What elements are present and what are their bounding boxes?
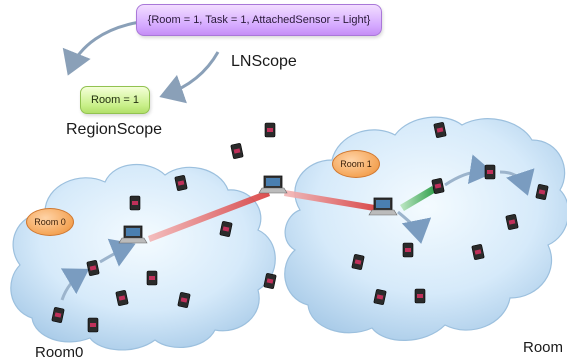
regionscope-query-box: Room = 1 xyxy=(80,86,150,114)
sensor-node-icon xyxy=(351,254,365,270)
lnscope-query-box: {Room = 1, Task = 1, AttachedSensor = Li… xyxy=(136,4,382,36)
sensor-node-icon xyxy=(177,292,191,308)
sensor-node-icon xyxy=(219,221,233,237)
sensor-node-icon xyxy=(471,244,485,260)
arrow-room0-a xyxy=(99,238,136,267)
lnscope-to-left-arrow xyxy=(62,20,141,76)
arrow-room1-a xyxy=(444,154,494,187)
arrow-room1-b xyxy=(499,168,535,196)
lnscope-to-region-arrow xyxy=(159,51,220,104)
room0-badge: Room 0 xyxy=(26,208,74,236)
sensor-node-icon xyxy=(146,270,158,286)
sensor-node-icon xyxy=(484,164,496,180)
room0-cloud xyxy=(10,163,276,351)
room1-label: Room xyxy=(523,339,564,356)
sensor-node-icon xyxy=(433,122,447,138)
sensor-node-icon xyxy=(263,273,277,289)
arrow-room1-c xyxy=(397,210,432,244)
sensor-node-icon xyxy=(431,178,445,194)
sensor-node-icon xyxy=(414,288,426,304)
room1-cloud xyxy=(284,116,567,341)
sensor-nodes xyxy=(51,122,549,333)
sensor-node-icon xyxy=(535,184,549,200)
room0-label: Room0 xyxy=(35,344,84,361)
sensor-node-icon xyxy=(129,195,141,211)
sensor-node-icon xyxy=(86,260,100,276)
link-room0-to-relay xyxy=(148,190,270,242)
sensor-node-icon xyxy=(115,290,129,306)
link-green-room1 xyxy=(400,186,436,211)
sensor-node-icon xyxy=(87,317,99,333)
lnscope-label: LNScope xyxy=(231,53,297,70)
regionscope-label: RegionScope xyxy=(66,121,163,138)
sensor-node-icon xyxy=(505,214,519,230)
sensor-node-icon xyxy=(264,122,276,138)
sensor-node-icon xyxy=(373,289,387,305)
sensor-node-icon xyxy=(402,242,414,258)
room1-badge: Room 1 xyxy=(332,150,380,178)
link-relay-to-room1 xyxy=(284,190,375,211)
laptop-icon xyxy=(118,225,148,244)
sensor-node-icon xyxy=(174,175,188,191)
laptop-icon xyxy=(368,197,398,216)
laptop-icon xyxy=(258,175,288,194)
sensor-node-icon xyxy=(230,143,244,159)
sensor-node-icon xyxy=(51,307,65,323)
arrow-room0-b xyxy=(60,268,90,301)
